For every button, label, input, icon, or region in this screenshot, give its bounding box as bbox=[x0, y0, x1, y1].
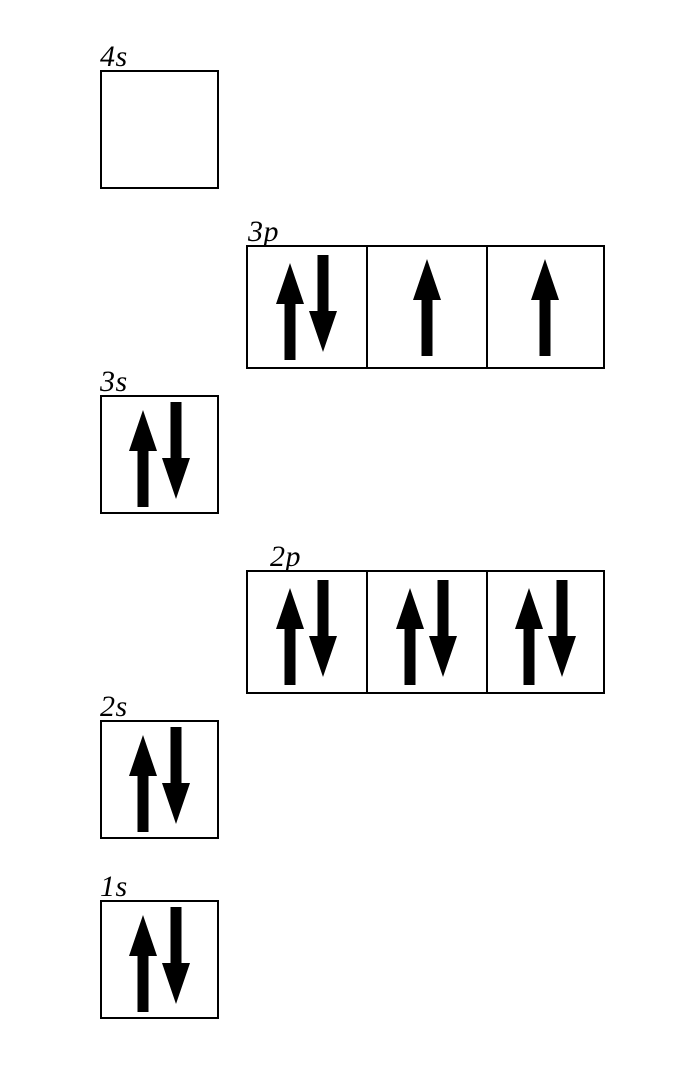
electron-slot bbox=[488, 247, 604, 367]
orbital-box-row-3p bbox=[246, 245, 605, 369]
orbital-box[interactable] bbox=[365, 572, 486, 692]
orbital-box-row-4s bbox=[100, 70, 219, 189]
orbital-box-row-1s bbox=[100, 900, 219, 1019]
subshell-label-3p: 3p bbox=[248, 215, 279, 248]
spin-up-arrow bbox=[396, 587, 424, 685]
orbital-box[interactable] bbox=[102, 397, 217, 512]
spin-up-arrow bbox=[129, 915, 157, 1012]
electron-slot bbox=[488, 572, 604, 692]
subshell-3p: 3p bbox=[246, 217, 605, 369]
spin-up-arrow bbox=[514, 587, 543, 685]
electron-slot bbox=[248, 247, 366, 367]
spin-down-arrow bbox=[309, 579, 338, 677]
orbital-box[interactable] bbox=[102, 72, 217, 187]
spin-up-arrow bbox=[276, 587, 305, 685]
orbital-box[interactable] bbox=[485, 247, 604, 367]
subshell-label-4s: 4s bbox=[100, 40, 128, 73]
orbital-box-row-2p bbox=[246, 570, 605, 694]
spin-down-arrow bbox=[547, 579, 576, 677]
electron-slot bbox=[102, 397, 217, 512]
subshell-label-2s: 2s bbox=[100, 690, 128, 723]
spin-up-arrow bbox=[276, 262, 305, 360]
electron-slot bbox=[368, 572, 486, 692]
subshell-label-1s: 1s bbox=[100, 870, 128, 903]
electron-slot bbox=[102, 902, 217, 1017]
spin-up-arrow bbox=[129, 735, 157, 832]
subshell-1s: 1s bbox=[100, 872, 219, 1019]
subshell-2s: 2s bbox=[100, 692, 219, 839]
orbital-box-row-3s bbox=[100, 395, 219, 514]
orbital-box[interactable] bbox=[102, 722, 217, 837]
spin-down-arrow bbox=[162, 727, 190, 824]
spin-down-arrow bbox=[309, 254, 338, 352]
spin-down-arrow bbox=[162, 907, 190, 1004]
subshell-3s: 3s bbox=[100, 367, 219, 514]
electron-slot bbox=[368, 247, 486, 367]
spin-up-arrow bbox=[531, 258, 560, 356]
orbital-box[interactable] bbox=[248, 247, 366, 367]
spin-down-arrow bbox=[429, 579, 457, 677]
subshell-label-3s: 3s bbox=[100, 365, 128, 398]
orbital-box[interactable] bbox=[102, 902, 217, 1017]
orbital-box[interactable] bbox=[248, 572, 366, 692]
orbital-box-row-2s bbox=[100, 720, 219, 839]
electron-slot bbox=[102, 72, 217, 187]
orbital-box[interactable] bbox=[485, 572, 604, 692]
subshell-4s: 4s bbox=[100, 42, 219, 189]
electron-slot bbox=[248, 572, 366, 692]
spin-up-arrow bbox=[129, 410, 157, 507]
orbital-box[interactable] bbox=[365, 247, 486, 367]
subshell-label-2p: 2p bbox=[270, 540, 301, 573]
electron-slot bbox=[102, 722, 217, 837]
spin-up-arrow bbox=[412, 258, 441, 356]
spin-down-arrow bbox=[162, 402, 190, 499]
subshell-2p: 2p bbox=[246, 542, 605, 694]
